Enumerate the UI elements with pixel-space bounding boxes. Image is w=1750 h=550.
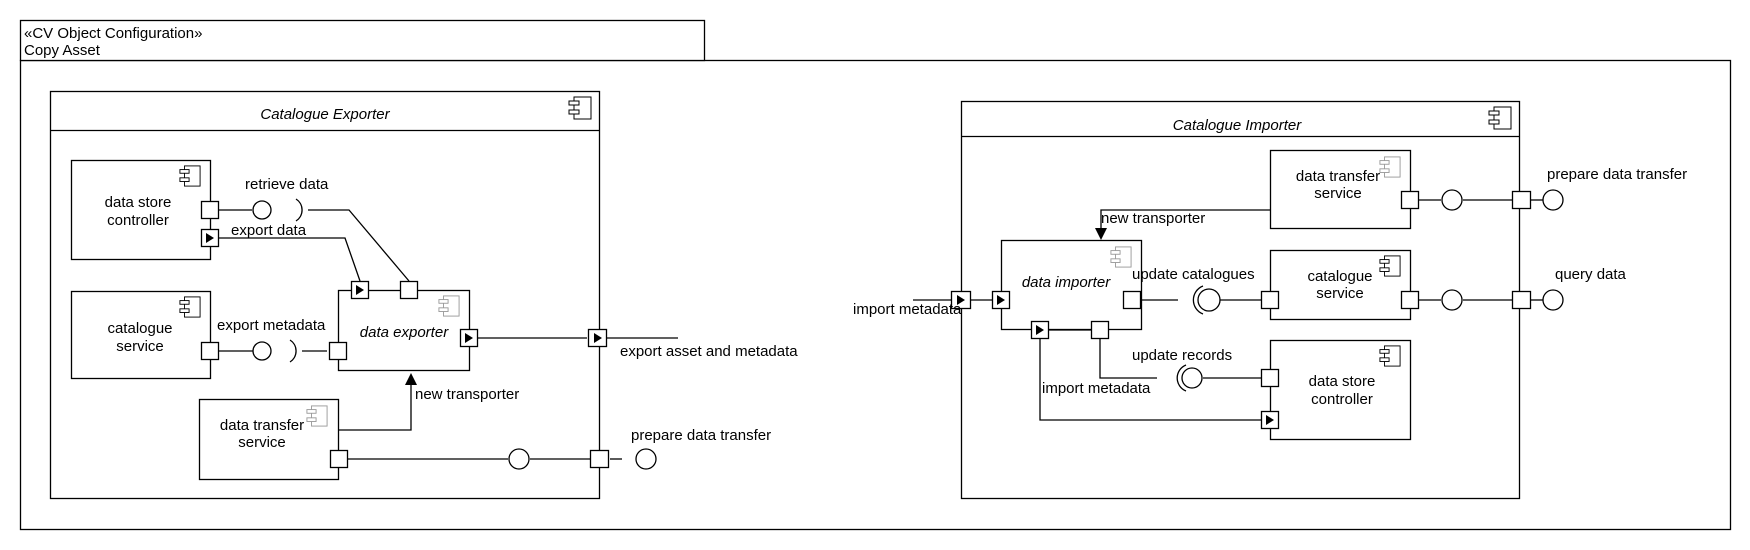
exporter-part-data-exporter[interactable]: data exporter <box>328 280 479 372</box>
label-update-catalogues: update catalogues <box>1132 266 1255 283</box>
service-port-triangle <box>465 333 473 343</box>
label-export-metadata: export metadata <box>217 317 326 334</box>
part-label-line2: controller <box>1311 391 1373 408</box>
service-port-triangle <box>1036 325 1044 335</box>
label-query-data: query data <box>1555 266 1627 283</box>
part-label: data importer <box>1022 274 1111 291</box>
part-label-line1: data store <box>1309 373 1376 390</box>
port-square[interactable] <box>200 341 220 361</box>
part-label-line1: data store <box>105 194 172 211</box>
label-import-metadata: import metadata <box>853 301 962 318</box>
provided-interface-lollipop <box>1542 189 1564 211</box>
required-interface-socket <box>295 198 303 222</box>
exporter-part-data-store-controller[interactable]: data store controller <box>70 159 220 261</box>
port-square[interactable] <box>1090 320 1110 340</box>
frame-tab <box>19 19 706 62</box>
port-square[interactable] <box>328 341 348 361</box>
port-square[interactable] <box>329 449 349 469</box>
exporter-part-catalogue-service[interactable]: catalogue service <box>70 290 220 380</box>
label-new-transporter: new transporter <box>1101 210 1205 227</box>
part-label-line1: data transfer <box>1296 168 1380 185</box>
service-port-triangle <box>1266 415 1274 425</box>
exporter-wires <box>218 209 678 460</box>
part-label-line1: data transfer <box>220 417 304 434</box>
provided-interface-lollipop <box>1441 289 1463 311</box>
boundary-port-square[interactable] <box>589 449 610 469</box>
wire-new-transporter <box>338 381 412 431</box>
port-square[interactable] <box>200 200 220 220</box>
label-retrieve-data: retrieve data <box>245 176 329 193</box>
part-label-line2: service <box>1314 185 1362 202</box>
arrowhead-new-transporter <box>1095 228 1107 240</box>
exporter-part-data-transfer-service[interactable]: data transfer service <box>198 398 349 481</box>
provided-interface-lollipop <box>508 448 530 470</box>
catalogue-importer[interactable]: Catalogue Importer data transfer <box>853 100 1687 500</box>
arrowhead-new-transporter <box>405 373 417 385</box>
wire-retrieve-data-to-exporter <box>308 209 410 282</box>
port-square[interactable] <box>1260 368 1280 388</box>
part-label-line2: controller <box>107 212 169 229</box>
label-update-records: update records <box>1132 347 1232 364</box>
provided-interface-lollipop <box>635 448 657 470</box>
port-square[interactable] <box>1400 290 1420 310</box>
importer-part-data-transfer-service[interactable]: data transfer service <box>1269 149 1420 230</box>
label-prepare-data-transfer: prepare data transfer <box>631 427 771 444</box>
service-port-triangle <box>594 333 602 343</box>
importer-part-data-importer[interactable]: data importer <box>991 239 1143 340</box>
provided-interface-lollipop <box>252 200 272 220</box>
provided-interface-lollipop <box>1441 189 1463 211</box>
exporter-title: Catalogue Exporter <box>260 106 390 123</box>
boundary-port-square[interactable] <box>1511 290 1532 310</box>
port-square[interactable] <box>1260 290 1280 310</box>
port-square[interactable] <box>399 280 419 300</box>
part-label-line1: catalogue <box>107 320 172 337</box>
frame-stereotype: «CV Object Configuration» <box>24 25 202 42</box>
boundary-port-square[interactable] <box>1511 190 1532 210</box>
importer-part-data-store-controller[interactable]: data store controller <box>1260 339 1412 441</box>
label-new-transporter: new transporter <box>415 386 519 403</box>
wire-new-transporter <box>1100 209 1270 230</box>
part-label-line2: service <box>116 338 164 355</box>
label-export-asset-and-metadata: export asset and metadata <box>620 343 798 360</box>
required-interface-socket <box>1192 285 1204 315</box>
part-label-line1: catalogue <box>1307 268 1372 285</box>
port-square[interactable] <box>1122 290 1142 310</box>
provided-interface-lollipop <box>1542 289 1564 311</box>
part-label-line2: service <box>238 434 286 451</box>
part-label-line2: service <box>1316 285 1364 302</box>
label-export-data: export data <box>231 222 307 239</box>
service-port-triangle <box>356 285 364 295</box>
service-port-triangle <box>957 295 965 305</box>
provided-interface-lollipop <box>252 341 272 361</box>
service-port-triangle <box>206 233 214 243</box>
frame-name: Copy Asset <box>24 42 101 59</box>
part-label: data exporter <box>360 324 449 341</box>
service-port-triangle <box>997 295 1005 305</box>
port-square[interactable] <box>1400 190 1420 210</box>
required-interface-socket <box>289 339 297 363</box>
provided-interface-lollipop <box>1197 288 1221 312</box>
wire-update-records <box>1099 338 1157 379</box>
wire-import-metadata-internal <box>1039 338 1261 421</box>
importer-part-catalogue-service[interactable]: catalogue service <box>1260 249 1420 321</box>
provided-interface-lollipop <box>1181 367 1203 389</box>
label-prepare-data-transfer: prepare data transfer <box>1547 166 1687 183</box>
label-import-metadata-internal: import metadata <box>1042 380 1151 397</box>
importer-title: Catalogue Importer <box>1173 117 1302 134</box>
catalogue-exporter[interactable]: Catalogue Exporter data store controller <box>49 90 799 500</box>
wire-export-data <box>218 237 361 282</box>
required-interface-socket <box>1176 364 1187 392</box>
